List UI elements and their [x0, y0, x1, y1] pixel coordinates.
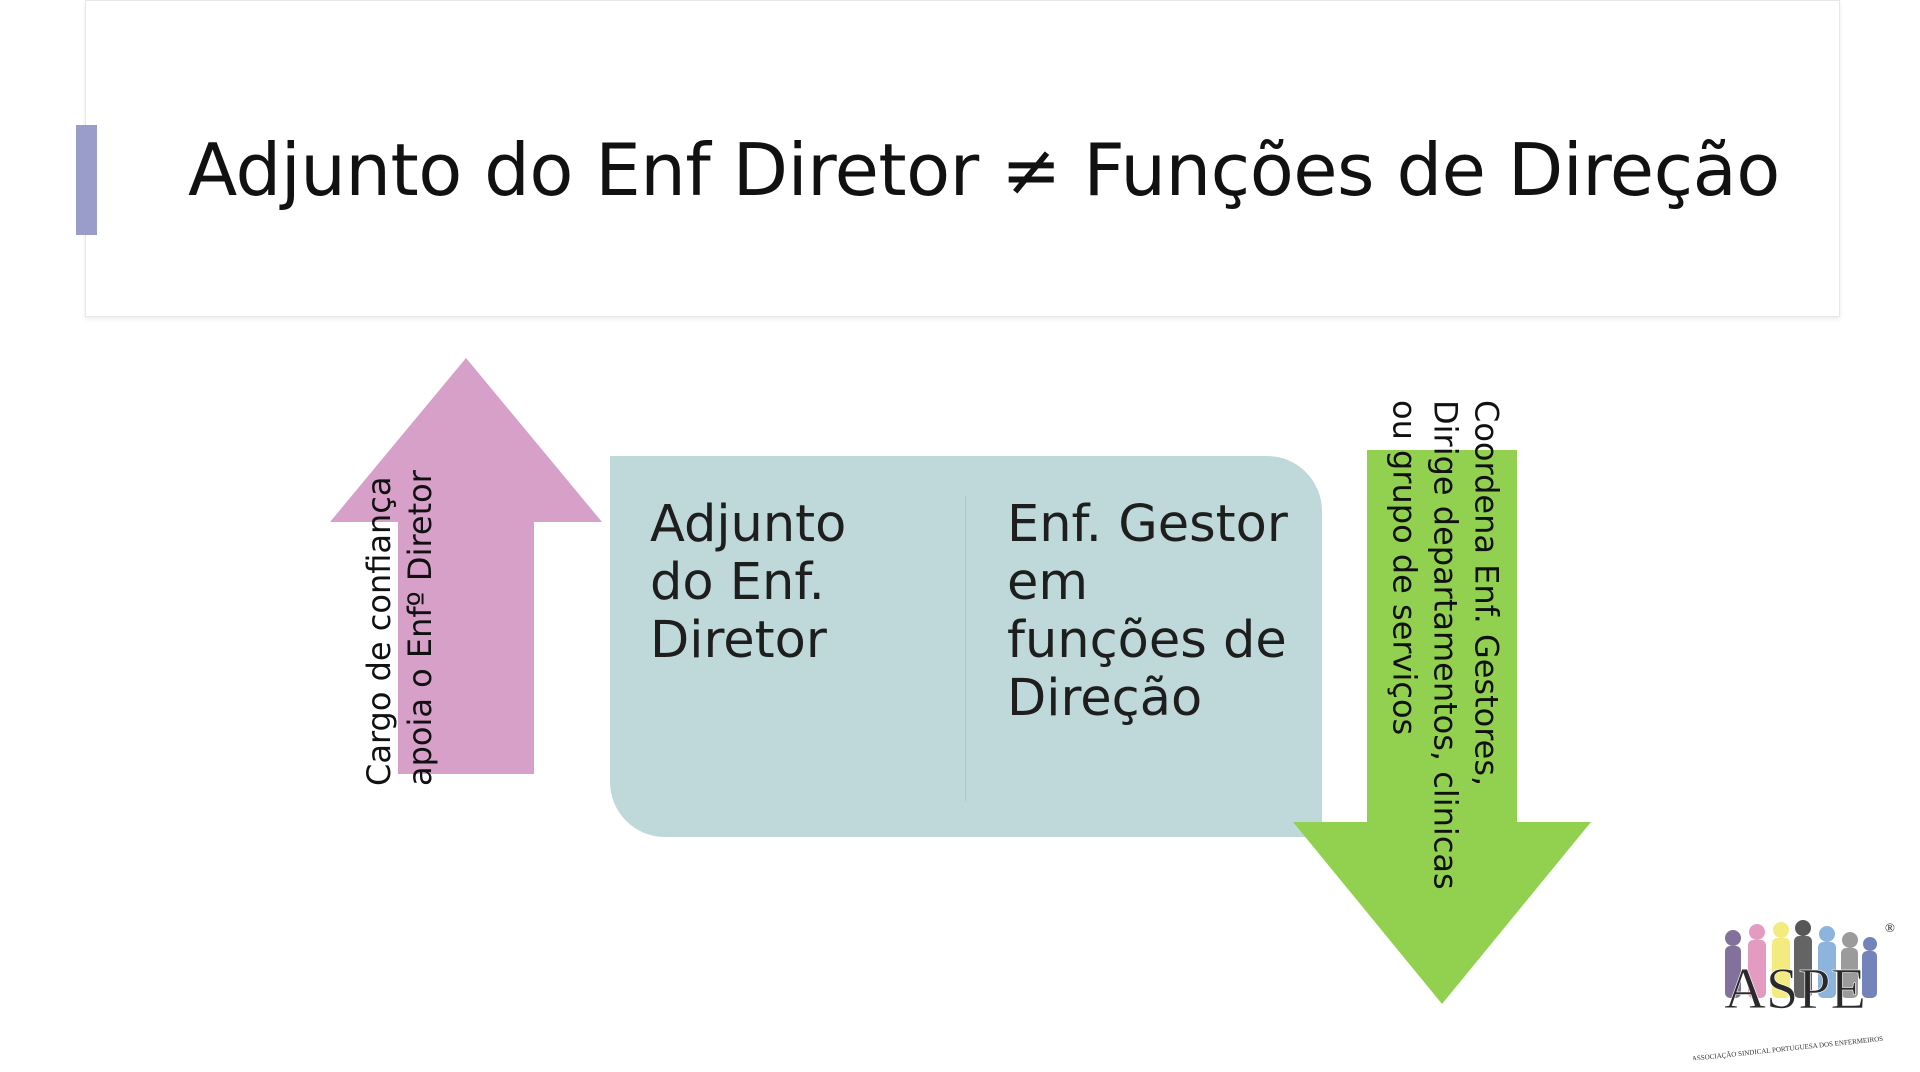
down-arrow-line: Dirige departamentos, clinicas: [1426, 400, 1465, 890]
center-left-line: Diretor: [650, 611, 827, 670]
center-left-line: do Enf.: [650, 553, 825, 612]
title-accent-bar: [76, 125, 97, 235]
center-right-line: Enf. Gestor: [1007, 495, 1288, 554]
up-arrow-shape: [330, 358, 602, 774]
logo-registered-mark: ®: [1885, 920, 1895, 935]
center-box: Adjunto do Enf. Diretor Enf. Gestor em f…: [610, 456, 1322, 837]
up-arrow-line: apoia o Enfº Diretor: [401, 470, 439, 786]
center-right-line: em: [1007, 553, 1089, 612]
center-right-line: Direção: [1007, 669, 1203, 728]
down-arrow-text: Coordena Enf. Gestores, Dirige departame…: [1384, 400, 1507, 890]
up-arrow: [330, 358, 602, 774]
title-placeholder: [85, 0, 1840, 317]
down-arrow-line: ou grupo de serviços: [1385, 400, 1424, 736]
logo-figures-icon: [1725, 920, 1877, 998]
slide-title: Adjunto do Enf Diretor ≠ Funções de Dire…: [188, 128, 1780, 212]
center-left-line: Adjunto: [650, 495, 847, 554]
center-right-text: Enf. Gestor em funções de Direção: [1007, 496, 1307, 728]
down-arrow-shape: [1293, 450, 1591, 1004]
center-right-line: funções de: [1007, 611, 1287, 670]
center-left-text: Adjunto do Enf. Diretor: [650, 496, 950, 670]
down-arrow: [1293, 450, 1591, 1004]
logo-brand: ASPE: [1724, 956, 1866, 1021]
aspe-logo: ASPE ® ASSOCIAÇÃO SINDICAL PORTUGUESA DO…: [1691, 920, 1895, 1060]
down-arrow-line: Coordena Enf. Gestores,: [1467, 400, 1506, 787]
up-arrow-text: Cargo de confiança apoia o Enfº Diretor: [359, 470, 441, 786]
logo-tagline: ASSOCIAÇÃO SINDICAL PORTUGUESA DOS ENFER…: [1691, 1035, 1883, 1060]
center-divider: [965, 496, 966, 801]
up-arrow-line: Cargo de confiança: [360, 476, 398, 786]
